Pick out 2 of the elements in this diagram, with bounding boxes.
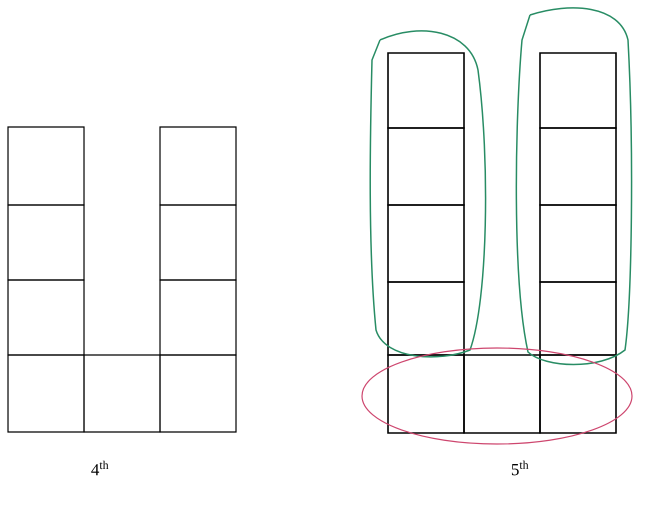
figure-label: 4$^{th}$ bbox=[91, 460, 108, 476]
figure-label: 5$^{th}$ bbox=[512, 460, 528, 476]
